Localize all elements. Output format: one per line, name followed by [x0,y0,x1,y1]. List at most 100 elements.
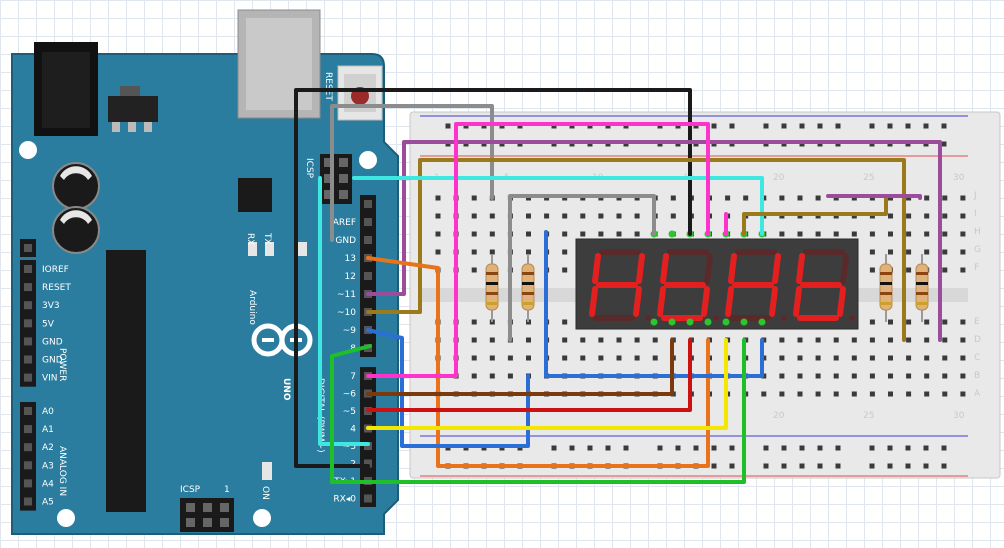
capacitor-highlight [60,166,92,180]
column-number: 30 [953,173,965,183]
breadboard-hole [942,231,948,237]
resistor [915,263,929,311]
rail-hole [781,463,787,469]
row-letter: H [974,227,981,237]
rail-hole [905,445,911,451]
rail-hole [551,445,557,451]
column-number: 20 [773,411,785,421]
breadboard-hole [562,231,568,237]
breadboard-hole [580,337,586,343]
pin-label: A2 [42,443,54,453]
rail-hole [817,463,823,469]
decimal-point [645,315,651,321]
header-pin [24,479,32,488]
regulator-tab [120,86,140,96]
pin-label: RX◂0 [333,495,356,505]
header-pin [364,218,372,226]
olive-wire-short [742,196,888,236]
breadboard-hole [888,391,893,397]
resistor-band [880,272,892,275]
breadboard-hole [544,213,550,219]
blue-wire [366,328,530,448]
breadboard-hole [942,213,948,219]
pin-label: 4 [350,425,356,435]
resistors [485,254,929,322]
breadboard-hole [924,249,930,255]
purple-wire-short [826,194,922,200]
breadboard-hole [598,355,604,361]
digit-segment [704,253,713,284]
breadboard-hole [779,391,785,397]
column-number: 25 [863,411,874,421]
rail-hole [869,463,875,469]
breadboard-hole [942,355,948,361]
icsp-label: ICSP [180,485,201,495]
resistor-band [522,272,534,275]
red-wire [366,338,692,412]
header-pin [24,301,32,310]
header-pin [364,236,372,244]
mounting-hole [57,509,75,527]
header-pin [24,355,32,364]
orange-wire [366,256,710,468]
breadboard-hole [797,195,803,201]
rail-hole [763,445,769,451]
digit-segment [589,286,598,317]
breadboard-hole [960,213,966,219]
digit-segment [660,253,669,284]
rail-hole [817,123,823,129]
pin-header [360,367,376,507]
rail-hole [923,123,929,129]
black-wire [294,88,692,468]
breadboard-hole [960,267,966,273]
gray-wire-short [508,194,656,342]
icsp-pin1-label: 1 [224,485,230,495]
board-name: Arduino [247,290,257,325]
pin-header [20,402,36,511]
breadboard-hole [888,373,893,379]
display-pin [758,318,766,326]
resistor [485,263,499,311]
rx-led [265,242,274,256]
breadboard-hole [851,373,857,379]
breadboard-hole [888,319,893,325]
resistor-band [916,302,928,305]
breadboard-hole [670,213,676,219]
breadboard-hole [797,391,803,397]
breadboard-hole [526,337,531,343]
resistor-band [880,282,892,285]
breadboard-hole [869,373,875,379]
reset-button[interactable] [337,65,383,121]
breadboard-hole [924,231,930,237]
breadboard-hole [906,213,912,219]
power-label: POWER [57,348,67,381]
breadboard-hole [507,373,513,379]
reset-label: RESET [323,72,333,101]
resistor-band [486,302,498,305]
header-pin [24,244,32,252]
rail-hole [941,463,947,469]
yellow-wire [366,338,728,430]
rail-hole [605,445,611,451]
wires [294,88,942,484]
rail-hole [711,463,717,469]
row-letter: D [974,335,981,345]
resistor [879,263,893,311]
pin-header [360,213,376,357]
decimal-point [781,315,787,321]
breadboard-hole [924,213,930,219]
breadboard-hole [435,213,441,219]
rail-hole [799,123,805,129]
rail-hole [835,463,841,469]
header-pin [364,200,372,208]
magenta-wire [366,122,710,378]
breadboard-hole [906,231,912,237]
breadboard-hole [960,195,966,201]
rail-hole [923,445,929,451]
breadboard-hole [797,373,803,379]
breadboard-hole [924,373,930,379]
breadboard-hole [471,195,477,201]
breadboard-hole [526,249,531,255]
breadboard-hole [815,391,821,397]
